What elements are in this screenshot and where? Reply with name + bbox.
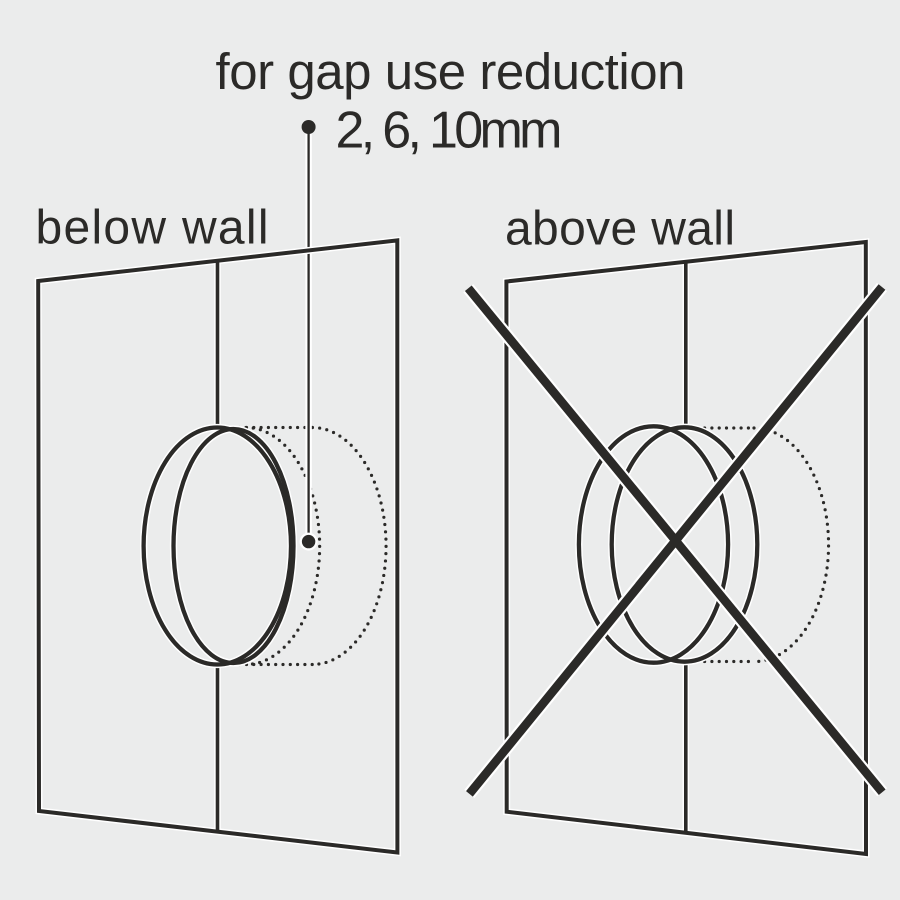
svg-text:2, 6, 10mm: 2, 6, 10mm bbox=[336, 102, 563, 160]
svg-text:above wall: above wall bbox=[505, 202, 735, 255]
svg-text:below wall: below wall bbox=[36, 202, 269, 255]
svg-text:for gap use reduction: for gap use reduction bbox=[216, 43, 686, 100]
